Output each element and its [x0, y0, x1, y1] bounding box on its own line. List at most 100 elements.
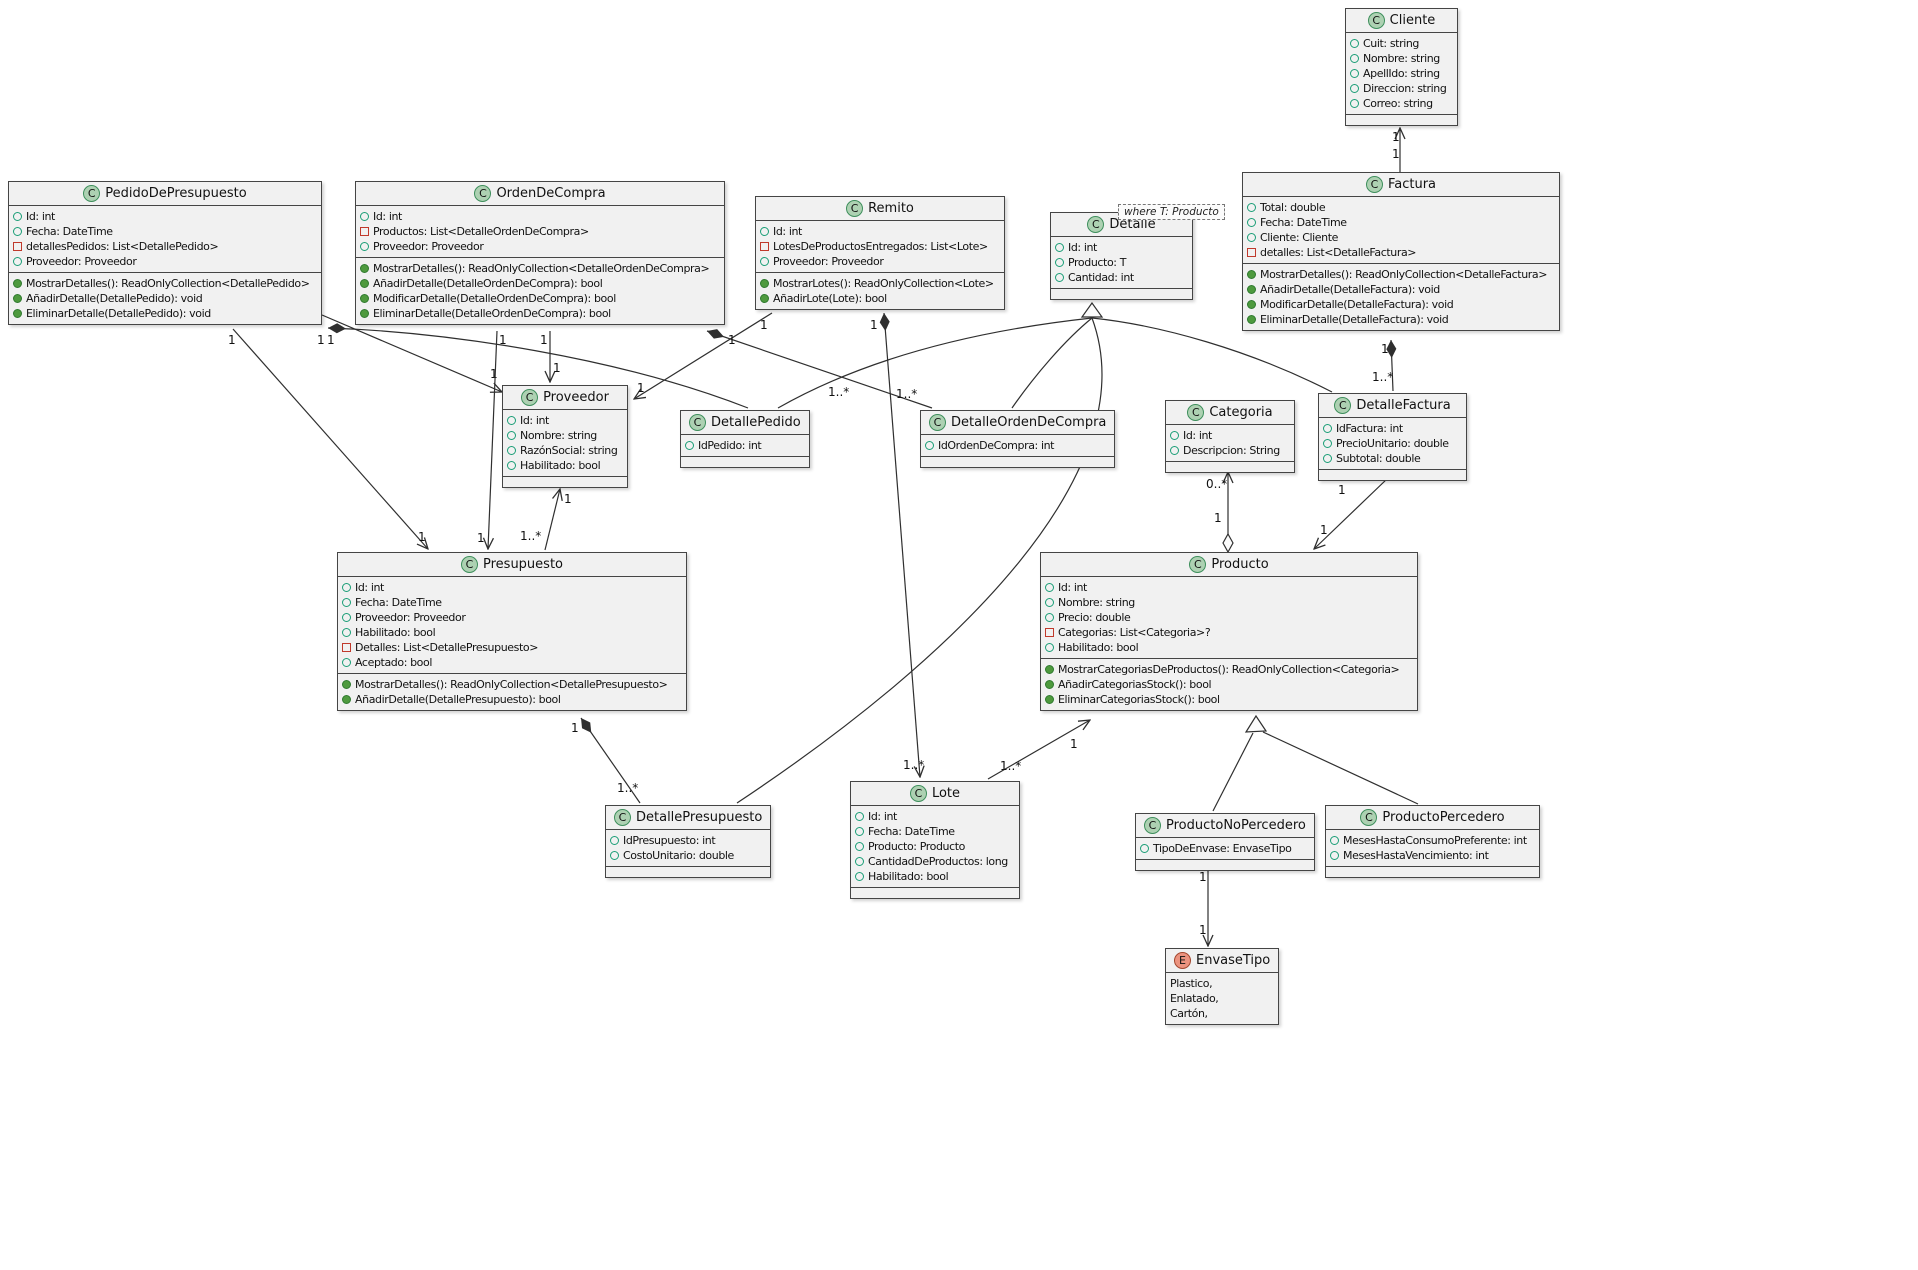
public-field-icon [855, 857, 864, 866]
member-text: MostrarDetalles(): ReadOnlyCollection<De… [373, 262, 710, 275]
relationship-line [1212, 732, 1254, 812]
class-spot-icon: C [1187, 404, 1205, 421]
member-row: Id: int [855, 809, 1015, 824]
public-method-icon [1247, 285, 1256, 294]
public-field-icon [507, 431, 516, 440]
member-row: Producto: Producto [855, 839, 1015, 854]
member-row: EliminarDetalle(DetalleOrdenDeCompra): b… [360, 306, 720, 321]
multiplicity-label: 1 [760, 318, 768, 332]
public-field-icon [507, 416, 516, 425]
member-text: Fecha: DateTime [355, 596, 442, 609]
member-text: EliminarDetalle(DetallePedido): void [26, 307, 211, 320]
member-row: MostrarDetalles(): ReadOnlyCollection<De… [13, 276, 317, 291]
member-text: Proveedor: Proveedor [26, 255, 137, 268]
public-field-icon [342, 598, 351, 607]
member-row: MesesHastaConsumoPreferente: int [1330, 833, 1535, 848]
member-row: PrecioUnitario: double [1323, 436, 1462, 451]
public-field-icon [1045, 598, 1054, 607]
member-text: detallesPedidos: List<DetallePedido> [26, 240, 219, 253]
member-row: Precio: double [1045, 610, 1413, 625]
relationship-line [1386, 339, 1397, 392]
member-row: ModificarDetalle(DetalleFactura): void [1247, 297, 1555, 312]
member-text: EliminarCategoriasStock(): bool [1058, 693, 1220, 706]
member-text: CantidadDeProductos: long [868, 855, 1008, 868]
member-row: Nombre: string [1350, 51, 1453, 66]
public-method-icon [13, 279, 22, 288]
class-name: Categoria [1209, 405, 1273, 420]
public-method-icon [1247, 300, 1256, 309]
public-field-icon [1045, 643, 1054, 652]
member-row: MostrarDetalles(): ReadOnlyCollection<De… [1247, 267, 1555, 282]
multiplicity-label: 1 [1199, 870, 1207, 884]
member-text: IdOrdenDeCompra: int [938, 439, 1055, 452]
compartment: IdPedido: int [681, 435, 809, 457]
member-row: Fecha: DateTime [13, 224, 317, 239]
member-text: MesesHastaVencimiento: int [1343, 849, 1489, 862]
public-method-icon [342, 695, 351, 704]
member-text: Direccion: string [1363, 82, 1447, 95]
public-method-icon [760, 279, 769, 288]
class-spot-icon: C [521, 389, 539, 406]
member-text: Habilitado: bool [1058, 641, 1139, 654]
member-text: PrecioUnitario: double [1336, 437, 1449, 450]
member-text: MostrarLotes(): ReadOnlyCollection<Lote> [773, 277, 994, 290]
class-spot-icon: C [461, 556, 478, 573]
public-field-icon [360, 242, 369, 251]
public-method-icon [1045, 680, 1054, 689]
relationship-line [777, 317, 1093, 409]
multiplicity-label: 1 [490, 367, 498, 381]
multiplicity-label: 1 [1214, 511, 1222, 525]
public-field-icon [925, 441, 934, 450]
member-row: Id: int [342, 580, 682, 595]
member-text: Id: int [520, 414, 549, 427]
multiplicity-label: 1 [1392, 130, 1400, 144]
member-row: Id: int [760, 224, 1000, 239]
compartment [1051, 289, 1192, 299]
member-text: Enlatado, [1170, 992, 1219, 1005]
public-field-icon [1350, 84, 1359, 93]
member-text: IdPedido: int [698, 439, 762, 452]
compartment: MostrarDetalles(): ReadOnlyCollection<De… [9, 273, 321, 324]
public-field-icon [1055, 258, 1064, 267]
member-text: MostrarDetalles(): ReadOnlyCollection<De… [1260, 268, 1548, 281]
public-field-icon [1170, 446, 1179, 455]
member-row: IdFactura: int [1323, 421, 1462, 436]
member-row: MesesHastaVencimiento: int [1330, 848, 1535, 863]
public-field-icon [1350, 54, 1359, 63]
member-row: MostrarDetalles(): ReadOnlyCollection<De… [360, 261, 720, 276]
member-text: Plastico, [1170, 977, 1213, 990]
member-row: MostrarCategoriasDeProductos(): ReadOnly… [1045, 662, 1413, 677]
member-text: AñadirDetalle(DetalleFactura): void [1260, 283, 1440, 296]
generic-constraint-note: where T: Producto [1118, 204, 1225, 220]
member-text: Cuit: string [1363, 37, 1420, 50]
member-text: MostrarDetalles(): ReadOnlyCollection<De… [355, 678, 668, 691]
relationship-line [987, 720, 1090, 780]
private-field-icon [13, 242, 22, 251]
member-row: Proveedor: Proveedor [360, 239, 720, 254]
member-text: LotesDeProductosEntregados: List<Lote> [773, 240, 988, 253]
member-row: IdOrdenDeCompra: int [925, 438, 1110, 453]
private-field-icon [342, 643, 351, 652]
multiplicity-label: 1 [540, 333, 548, 347]
multiplicity-label: 1 [418, 530, 426, 544]
public-method-icon [1045, 665, 1054, 674]
member-text: Id: int [773, 225, 802, 238]
class-name: Proveedor [543, 390, 609, 405]
multiplicity-label: 1 [1392, 147, 1400, 161]
member-text: Nombre: string [1058, 596, 1135, 609]
relationship-line [232, 328, 428, 549]
class-spot-icon: C [474, 185, 492, 202]
